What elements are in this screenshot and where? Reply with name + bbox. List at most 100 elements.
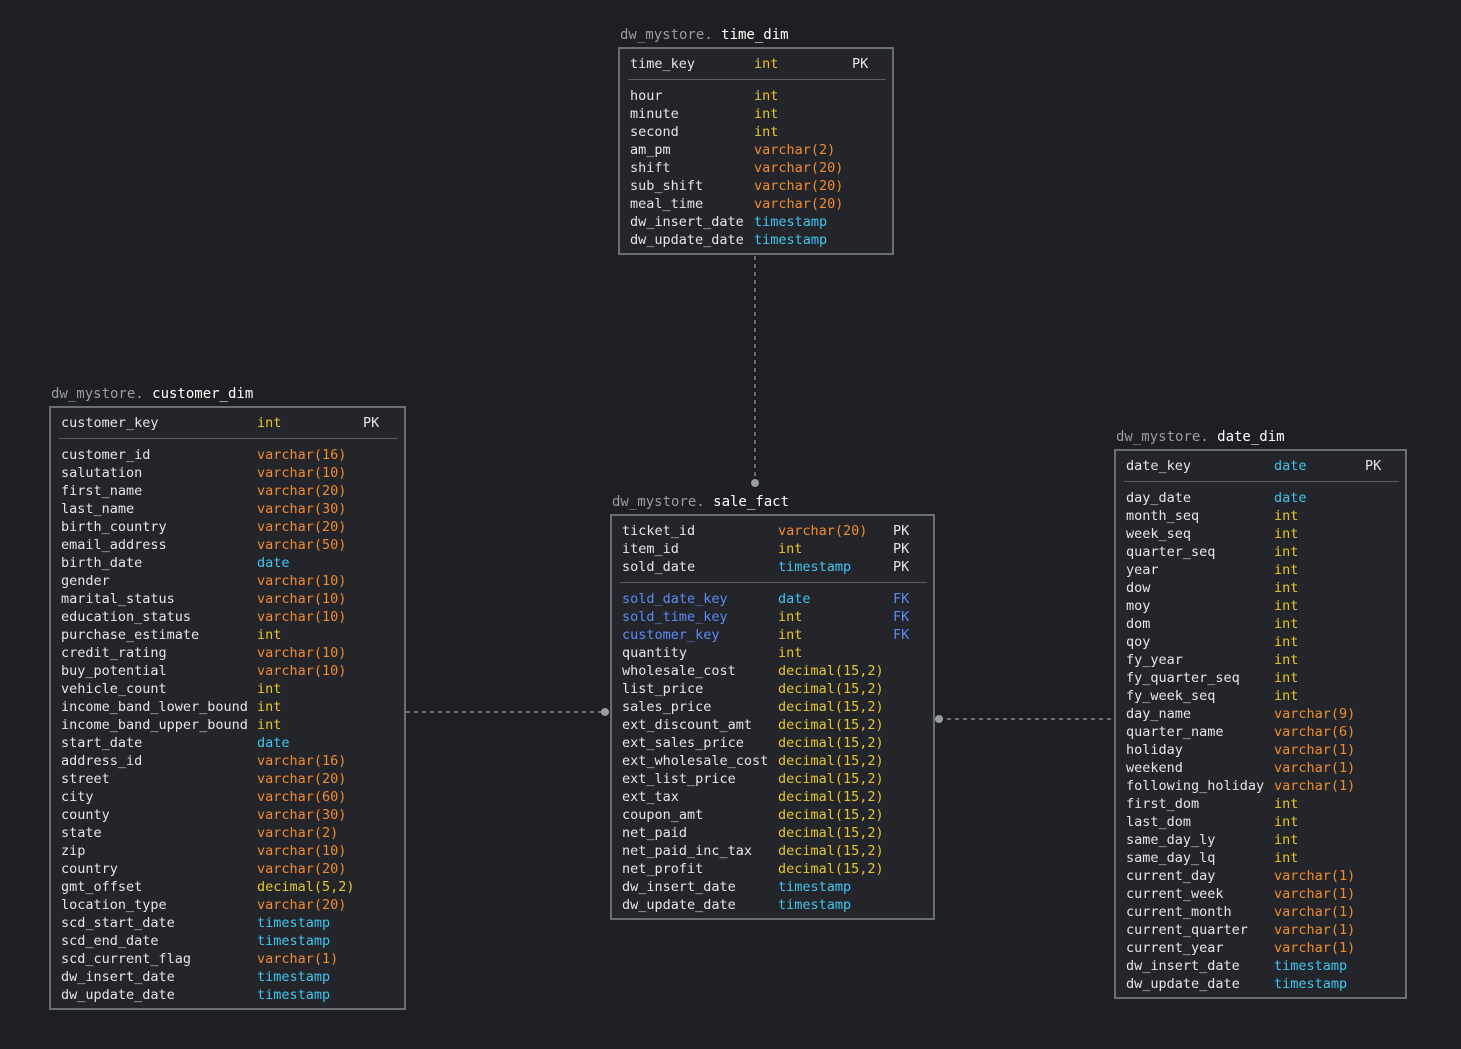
column-type: timestamp	[778, 897, 852, 913]
column-type: int	[778, 627, 803, 643]
column-type: int	[257, 717, 282, 733]
column-name: scd_end_date	[61, 933, 159, 949]
